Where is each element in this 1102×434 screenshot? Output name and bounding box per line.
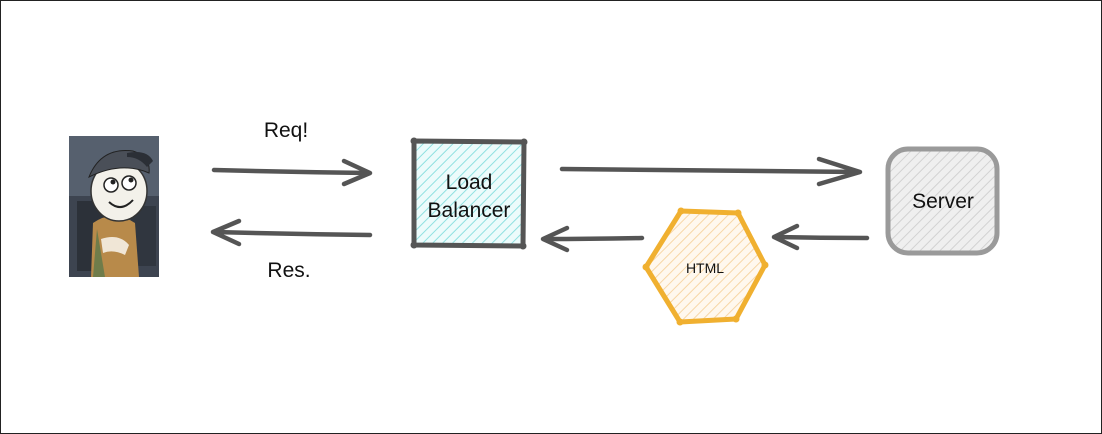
request-arrow: [211, 158, 373, 187]
html-payload-node: [642, 207, 769, 326]
html-payload-label: HTML: [686, 260, 724, 276]
load-balancer-label-line1: Load: [446, 171, 493, 194]
request-label: Req!: [264, 119, 308, 142]
response-arrow: [210, 218, 373, 247]
client-avatar-icon: [69, 136, 159, 277]
response-label: Res.: [267, 259, 310, 282]
server-to-payload-arrow: [771, 223, 870, 251]
load-balancer-label-line2: Balancer: [428, 199, 511, 222]
forward-arrow: [559, 156, 863, 187]
load-balancer-node: [410, 137, 528, 250]
payload-to-load-balancer-arrow: [540, 225, 645, 253]
server-label: Server: [912, 190, 974, 213]
server-node: [885, 146, 1000, 256]
